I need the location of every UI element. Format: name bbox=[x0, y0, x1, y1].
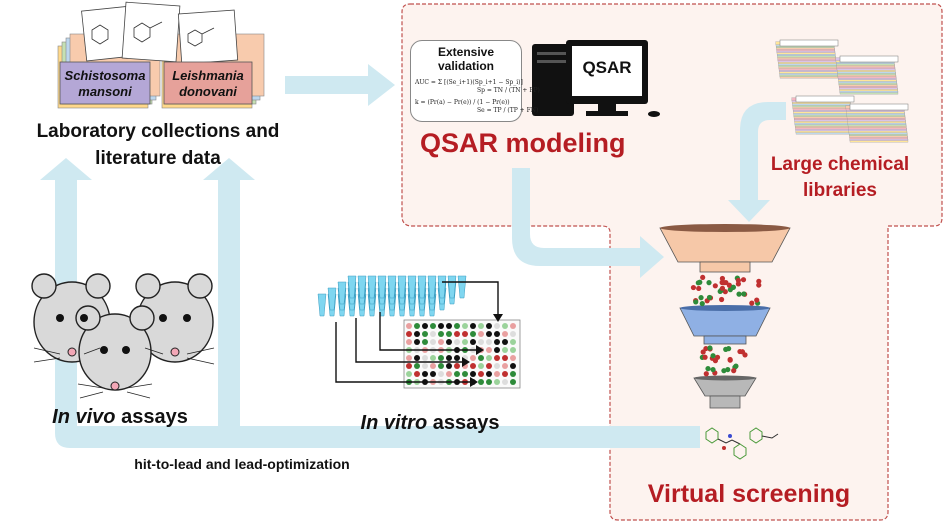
book1-line1: Schistosoma bbox=[64, 68, 146, 83]
collections-title-line1: Laboratory collections and bbox=[36, 121, 280, 142]
qsar-title: QSAR modeling bbox=[420, 128, 626, 158]
collections-title-line2: literature data bbox=[95, 148, 221, 169]
libraries-title: Large chemical libraries bbox=[738, 152, 942, 204]
formula-kappa: k = (Pr(a) − Pr(e)) / (1 − Pr(e)) bbox=[415, 99, 510, 106]
validation-title-line1: Extensive bbox=[437, 45, 495, 59]
in-vitro-italic: In vitro bbox=[360, 412, 428, 434]
mice-details bbox=[33, 314, 215, 399]
in-vivo-label: In vivo assays bbox=[30, 406, 210, 429]
formula-auc: AUC = Σ [(Se_i+1)(Sp_i+1 − Sp_i)] bbox=[415, 79, 523, 86]
in-vitro-rest: assays bbox=[427, 412, 500, 434]
in-vivo-rest: assays bbox=[115, 406, 188, 428]
book2-line2: donovani bbox=[179, 84, 237, 99]
feedback-arrows bbox=[40, 64, 786, 448]
microplate-icon bbox=[317, 275, 521, 389]
book2-line1: Leishmania bbox=[172, 68, 244, 83]
feedback-label: hit-to-lead and lead-optimization bbox=[134, 456, 350, 472]
formula-se: Se = TP / (TP + FN) bbox=[477, 107, 539, 114]
libraries-title-line2: libraries bbox=[803, 180, 877, 201]
validation-card: Extensive validation AUC = Σ [(Se_i+1)(S… bbox=[410, 40, 540, 122]
mice-icon bbox=[31, 273, 214, 391]
monitor-text: QSAR bbox=[582, 58, 632, 77]
book-label-schistosoma: Schistosoma mansoni bbox=[60, 68, 150, 100]
computer-icon bbox=[532, 40, 660, 117]
screening-title: Virtual screening bbox=[647, 480, 851, 508]
formula-sp: Sp = TN / (TN + FP) bbox=[477, 87, 540, 94]
hit-molecules-icon bbox=[705, 427, 779, 460]
book-schistosoma bbox=[59, 61, 151, 105]
libraries-title-line1: Large chemical bbox=[770, 154, 910, 175]
collections-title: Laboratory collections and literature da… bbox=[8, 118, 308, 172]
book-label-leishmania: Leishmania donovani bbox=[164, 68, 252, 100]
chemical-library-stack-icon bbox=[775, 39, 909, 143]
in-vivo-italic: In vivo bbox=[52, 406, 116, 428]
book-leishmania bbox=[163, 61, 253, 105]
screening-funnel-icon bbox=[659, 224, 791, 409]
book1-line2: mansoni bbox=[78, 84, 132, 99]
in-vitro-label: In vitro assays bbox=[330, 412, 530, 435]
validation-title-line2: validation bbox=[437, 59, 494, 73]
